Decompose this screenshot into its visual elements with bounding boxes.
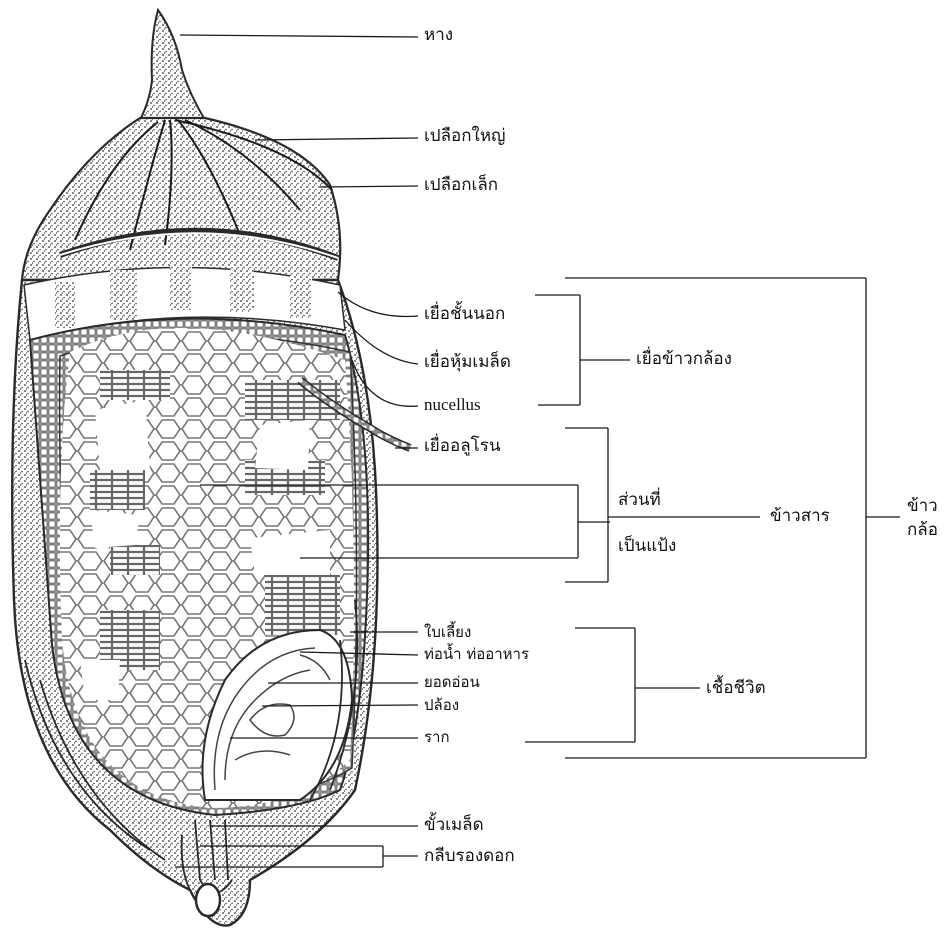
label-vascular: ท่อน้ำ ท่ออาหาร <box>424 644 529 664</box>
awn-shape <box>140 10 205 120</box>
label-radicle: ราก <box>424 727 450 747</box>
label-nucellus: nucellus <box>424 395 481 415</box>
hull-top-shape <box>22 118 340 280</box>
label-aleurone: เยื่ออลูโรน <box>424 436 501 456</box>
label-brown-rice-2: กล้อ <box>907 520 938 540</box>
label-seed-coat: เยื่อหุ้มเมล็ด <box>424 352 511 372</box>
label-sterile-lemmas: กลีบรองดอก <box>424 846 515 866</box>
label-bran-group: เยื่อข้าวกล้อง <box>636 349 732 369</box>
label-brown-rice-1: ข้าว <box>907 496 938 516</box>
label-embryo-group: เชื้อชีวิต <box>706 678 766 698</box>
label-milled-rice: ข้าวสาร <box>770 506 830 526</box>
label-awn: หาง <box>424 25 453 45</box>
label-lemma: เปลือกใหญ่ <box>424 126 506 146</box>
label-scutellum: ใบเลี้ยง <box>424 622 471 642</box>
label-starchy-2: เป็นแป้ง <box>618 536 676 556</box>
label-internode: ปล้อง <box>424 695 459 715</box>
label-palea: เปลือกเล็ก <box>424 175 498 195</box>
label-plumule: ยอดอ่อน <box>424 672 480 692</box>
label-starchy-1: ส่วนที่ <box>618 490 661 510</box>
label-pericarp: เยื่อชั้นนอก <box>424 304 505 324</box>
label-rachilla: ขั้วเมล็ด <box>424 815 484 835</box>
